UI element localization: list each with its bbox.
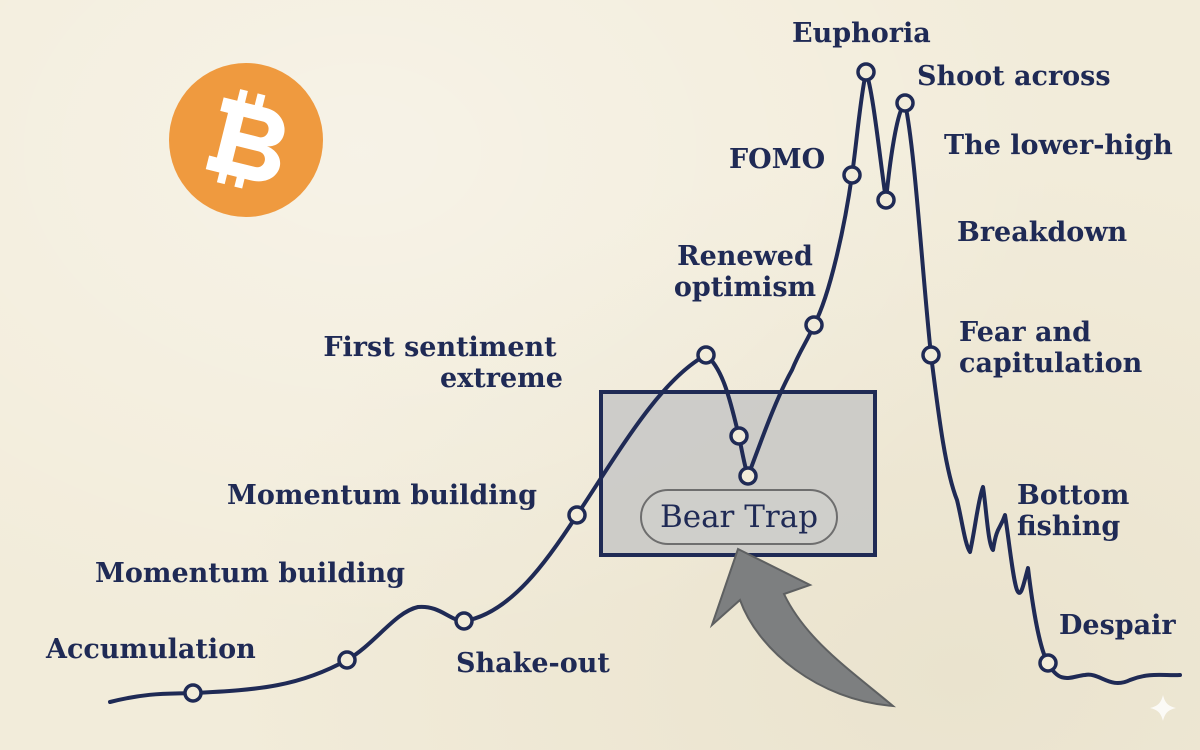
label-renewed-line1: Renewed (677, 241, 813, 272)
point-bear-trap (738, 466, 758, 486)
sparkle-icon (1150, 695, 1176, 721)
label-renewed-line2: optimism (673, 272, 817, 303)
price-curve (108, 70, 1182, 704)
label-shoot-across: Shoot across (917, 61, 1111, 92)
label-renewed-optimism: Renewed optimism (665, 241, 825, 303)
label-bottom-line1: Bottom (1017, 480, 1130, 511)
point-despair (1038, 653, 1058, 673)
label-momentum-building-2: Momentum building (227, 480, 538, 511)
label-lower-high: The lower-high (944, 130, 1173, 161)
point-momentum-2 (567, 505, 587, 525)
label-bottom-line2: fishing (1017, 511, 1121, 542)
point-fear (921, 345, 941, 365)
label-first-sentiment-line1: First sentiment (323, 332, 557, 363)
bitcoin-logo-icon (169, 63, 323, 217)
label-breakdown: Breakdown (957, 217, 1128, 248)
label-fomo: FOMO (729, 144, 826, 175)
point-renewed-optimism (804, 315, 824, 335)
label-bear-trap: Bear Trap (659, 499, 819, 535)
label-euphoria: Euphoria (792, 18, 931, 49)
point-fomo (842, 165, 862, 185)
label-momentum-building-1: Momentum building (95, 558, 406, 589)
label-accumulation: Accumulation (46, 634, 256, 665)
point-shake-out (454, 611, 474, 631)
label-fear-line2: capitulation (959, 348, 1143, 379)
point-first-extreme (696, 345, 716, 365)
point-euphoria (856, 62, 876, 82)
label-fear-and-capitulation: Fear and capitulation (959, 317, 1142, 379)
point-momentum-1 (337, 650, 357, 670)
point-accumulation (183, 683, 203, 703)
label-fear-line1: Fear and (959, 317, 1091, 348)
label-despair: Despair (1059, 610, 1176, 641)
label-shake-out: Shake-out (456, 648, 610, 679)
curved-up-arrow-icon (709, 547, 897, 708)
label-first-sentiment-extreme: First sentiment extreme (320, 332, 563, 394)
bear-trap-pill (640, 489, 838, 545)
label-first-sentiment-line2: extreme (440, 363, 563, 394)
point-shoot-across-dip (876, 190, 896, 210)
label-bottom-fishing: Bottom fishing (1017, 480, 1129, 542)
point-bear-trap-upper (729, 426, 749, 446)
point-lower-high (895, 93, 915, 113)
